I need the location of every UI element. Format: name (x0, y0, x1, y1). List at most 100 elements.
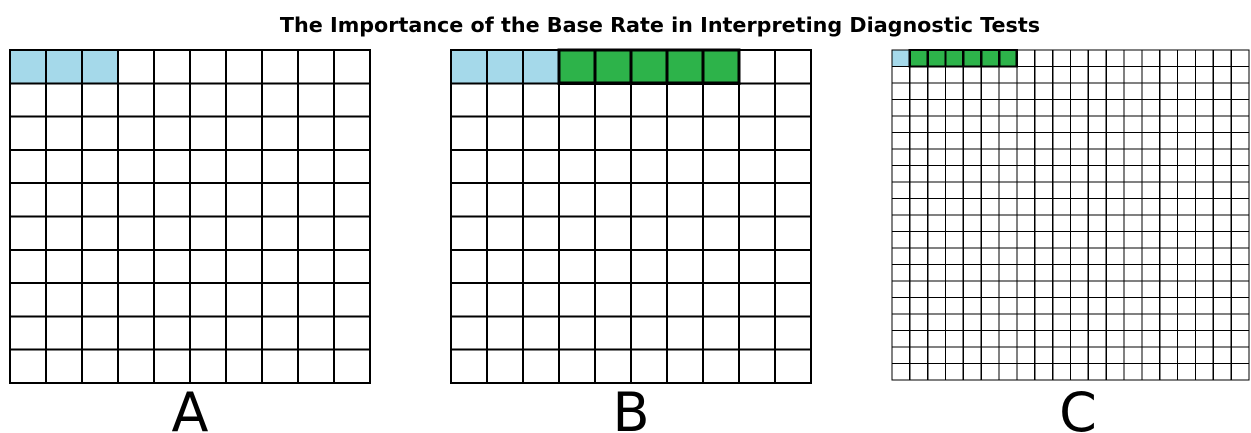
grid-cell (9, 115, 47, 151)
grid-cell (261, 248, 299, 285)
grid-cell (1141, 313, 1161, 332)
grid-cell (1016, 329, 1036, 348)
grid-cell (1176, 164, 1197, 183)
grid-cell (962, 181, 982, 200)
grid-cell (1105, 280, 1125, 299)
grid-cell (1159, 148, 1179, 167)
grid-cell (261, 315, 299, 351)
grid-cell (333, 215, 371, 251)
grid-cell (1034, 362, 1054, 381)
grid-cell (1141, 82, 1161, 101)
grid-cell (1212, 296, 1232, 315)
grid-cell (153, 82, 191, 118)
grid-cell (1034, 247, 1054, 266)
grid-cell (944, 148, 965, 167)
grid-cell (261, 348, 299, 385)
grid-cell (1159, 82, 1179, 101)
grid-cell (738, 348, 776, 385)
grid-cell (1212, 362, 1232, 381)
blue-cell (9, 49, 47, 85)
grid-cell (962, 346, 982, 365)
grid-cell (1105, 247, 1125, 266)
grid-cell (1176, 247, 1197, 266)
grid-cell (558, 315, 596, 351)
grid-cell (1123, 296, 1143, 315)
grid-cell (1087, 98, 1107, 117)
grid-cell (980, 181, 1000, 200)
grid-cell (630, 215, 668, 251)
grid-cell (1230, 214, 1250, 233)
grid-cell (1069, 263, 1090, 282)
green-cell (908, 48, 929, 68)
grid-cell (1016, 65, 1036, 84)
grid-cell (1016, 230, 1036, 249)
grid-cell (558, 282, 596, 318)
grid-cell (1212, 247, 1232, 266)
grid-cell (1230, 98, 1250, 117)
grid-cell (774, 282, 812, 318)
grid-cell (261, 49, 299, 85)
grid-cell (1159, 263, 1179, 282)
grid-cell (1105, 197, 1125, 216)
grid-cell (189, 182, 227, 218)
grid-cell (1087, 148, 1107, 167)
grid-cell (189, 315, 227, 351)
grid-cell (1123, 197, 1143, 216)
grid-cell (891, 197, 911, 216)
grid-cell (1016, 197, 1036, 216)
grid-cell (1123, 313, 1143, 332)
figure-title: The Importance of the Base Rate in Inter… (280, 13, 1040, 37)
grid-cell (1105, 313, 1125, 332)
grid-cell (962, 115, 982, 134)
grid-cell (630, 148, 668, 185)
grid-cell (980, 148, 1000, 167)
grid-cell (774, 248, 812, 285)
grid-cell (594, 182, 632, 218)
grid-cell (891, 280, 911, 299)
grid-cell (81, 248, 119, 285)
grid-cell (666, 182, 704, 218)
green-cell (980, 48, 1001, 68)
grid-cell (1069, 247, 1090, 266)
grid-cell (1176, 148, 1197, 167)
grid-cell (1141, 65, 1161, 84)
grid-cell (1052, 181, 1072, 200)
grid-cell (630, 82, 668, 118)
grid-cell (1230, 280, 1250, 299)
grid-cell (81, 282, 119, 318)
grid-cell (153, 115, 191, 151)
grid-cell (1159, 164, 1179, 183)
grid-cell (962, 148, 982, 167)
grid-cell (1230, 362, 1250, 381)
grid-cell (45, 215, 83, 251)
grid-cell (962, 131, 982, 150)
grid-cell (1159, 280, 1179, 299)
grid-cell (45, 115, 83, 151)
grid-cell (450, 282, 488, 318)
grid-cell (1159, 214, 1179, 233)
grid-cell (944, 263, 965, 282)
grid-cell (594, 348, 632, 385)
grid-cell (980, 329, 1000, 348)
grid-cell (980, 82, 1000, 101)
green-cell (962, 48, 983, 68)
grid-cell (1034, 181, 1054, 200)
grid-cell (909, 131, 929, 150)
grid-cell (1087, 214, 1107, 233)
grid-cell (1016, 280, 1036, 299)
grid-cell (1123, 65, 1143, 84)
grid-cell (450, 115, 488, 151)
grid-cell (1105, 181, 1125, 200)
grid-cell (909, 329, 929, 348)
grid-cell (998, 164, 1018, 183)
grid-cell (594, 115, 632, 151)
grid-cell (81, 315, 119, 351)
grid-cell (333, 82, 371, 118)
grid-cell (1123, 148, 1143, 167)
grid-cell (558, 182, 596, 218)
grid-cell (1141, 362, 1161, 381)
grid-cell (738, 282, 776, 318)
grid-cell (927, 164, 947, 183)
grid-cell (891, 346, 911, 365)
grid-cell (1052, 197, 1072, 216)
